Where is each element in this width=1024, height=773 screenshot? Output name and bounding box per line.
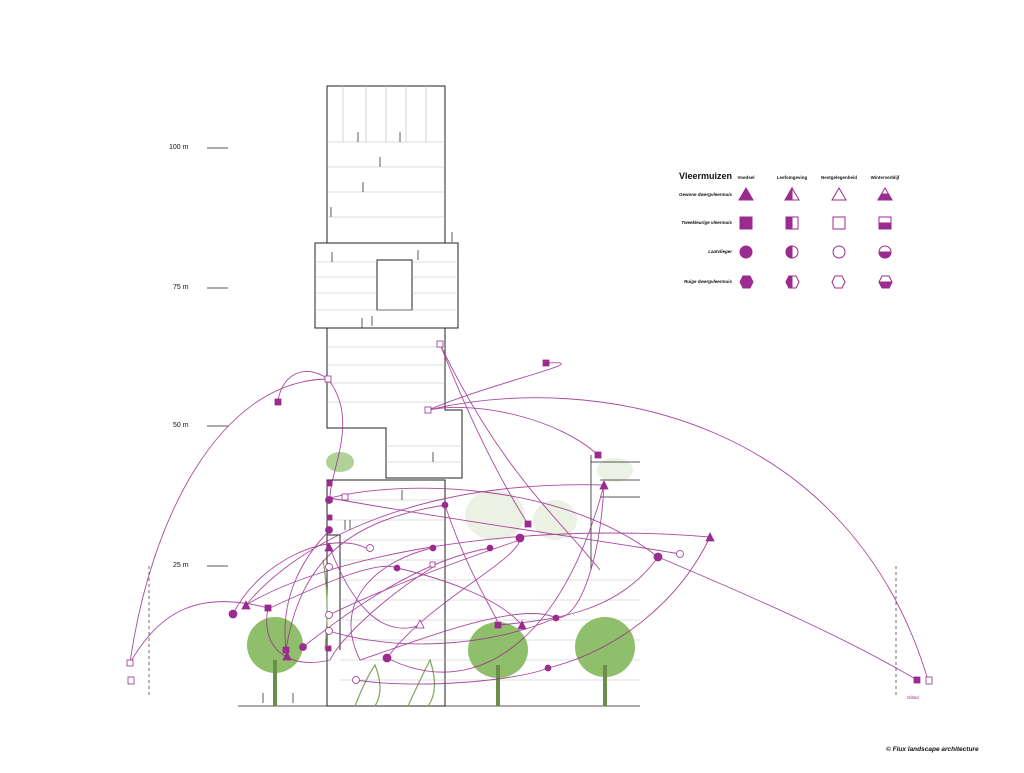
- legend-square-nest: [832, 216, 846, 230]
- elevation-label-25: 25 m: [173, 562, 189, 569]
- tower-wide-block: [314, 242, 459, 329]
- path-markers: [228, 359, 921, 684]
- tree-mid: [468, 622, 528, 706]
- legend-circle-voedsel: [739, 245, 753, 259]
- side-building: [590, 455, 640, 570]
- trees: [247, 452, 635, 706]
- legend-title: Vleermuizen: [679, 171, 733, 181]
- legend-hexagon-nest: [831, 275, 846, 289]
- legend-column-nestgelegenheid: Nestgelegenheid: [820, 175, 857, 180]
- tree-right: [575, 617, 635, 706]
- side-pole-label: Gilted: [907, 695, 919, 700]
- legend-hexagon-voedsel: [739, 275, 754, 289]
- legend-column-winterverblijf: Winterverblijf: [870, 175, 900, 180]
- legend-triangle-nest: [831, 187, 847, 201]
- elevation-label-75: 75 m: [173, 284, 189, 291]
- tower-base: [326, 479, 446, 707]
- elevation-label-50: 50 m: [173, 422, 189, 429]
- elevation-label-100: 100 m: [169, 144, 189, 151]
- path-markers-open: [126, 340, 933, 685]
- flight-paths: [129, 343, 929, 685]
- elevation-ticks: [207, 147, 228, 567]
- tower-wide-floors: [315, 261, 458, 311]
- credit-text: © Flux landscape architecture: [886, 746, 979, 753]
- legend-column-leefomgeving: Leefomgeving: [776, 175, 808, 180]
- tree-left: [247, 617, 303, 706]
- background-trees: [465, 458, 633, 540]
- tower-middle-floors: [327, 346, 462, 463]
- legend-row-label: Gewone dwergvleermuis: [678, 192, 732, 197]
- climbing-plants: [322, 559, 436, 707]
- legend-circle-nest: [832, 245, 846, 259]
- roof-plant: [326, 452, 354, 472]
- human-figures: [262, 132, 453, 703]
- legend-square-voedsel: [739, 216, 753, 230]
- tower-middle: [326, 328, 463, 479]
- legend-triangle-voedsel: [738, 187, 754, 201]
- legend-symbols: [738, 186, 893, 289]
- tower-top-floors: [327, 86, 445, 218]
- legend-row-label: Laatvlieger: [708, 249, 732, 254]
- legend-column-voedsel: Voedsel: [737, 175, 755, 180]
- legend-row-label: Tweekleurige vleermuis: [681, 220, 732, 225]
- legend-row-label: Ruige dwergvleermuis: [683, 279, 732, 284]
- dashed-poles: [148, 566, 897, 698]
